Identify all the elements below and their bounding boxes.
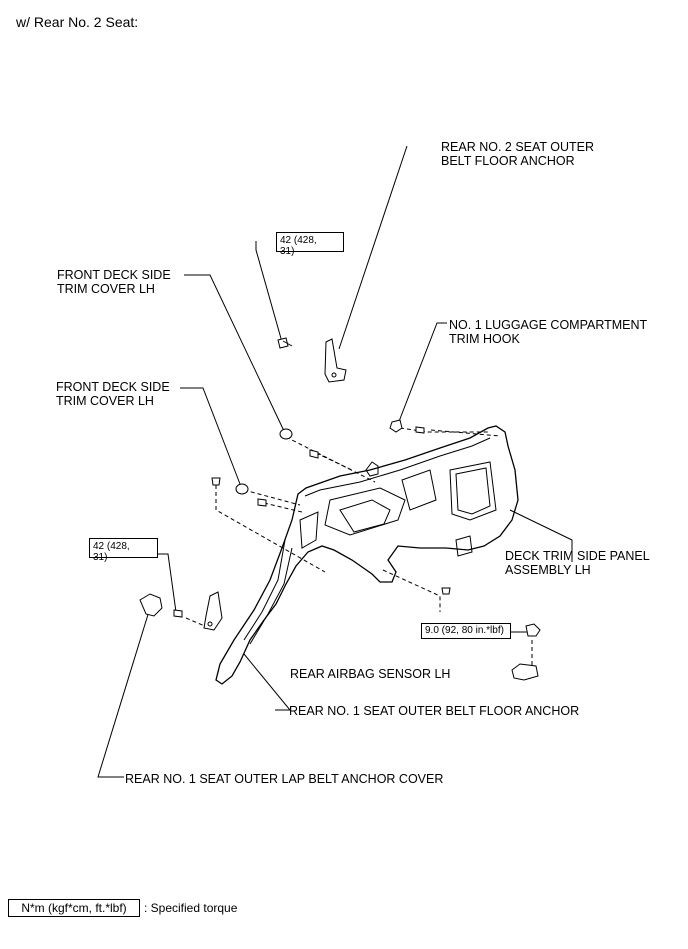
leader-torque-left (158, 553, 177, 613)
trim-cover-clip-1 (279, 428, 293, 440)
rear-no2-anchor-part (324, 338, 347, 383)
rear-no1-anchor-part (203, 591, 223, 631)
label-front-deck-side-trim-cover-1: FRONT DECK SIDE TRIM COVER LH (57, 268, 171, 296)
luggage-hook-part (389, 419, 403, 433)
label-rear-no1-seat-outer-belt-floor-anchor: REAR NO. 1 SEAT OUTER BELT FLOOR ANCHOR (289, 704, 580, 718)
deck-panel-outline (215, 425, 519, 685)
label-rear-no2-seat-outer-belt-floor-anchor: REAR NO. 2 SEAT OUTER BELT FLOOR ANCHOR (441, 140, 595, 168)
label-no1-luggage-compartment-trim-hook: NO. 1 LUGGAGE COMPARTMENT TRIM HOOK (449, 318, 648, 346)
legend-torque-unit-box: N*m (kgf*cm, ft.*lbf) (8, 899, 140, 917)
airbag-sensor-nut (525, 623, 541, 637)
leader-torque-top (255, 241, 283, 343)
leader-rear-no1-anchor (243, 653, 292, 711)
leader-lap-belt-cover (97, 607, 151, 778)
torque-box-sensor: 9.0 (92, 80 in.*lbf) (421, 623, 511, 639)
label-rear-airbag-sensor: REAR AIRBAG SENSOR LH (290, 667, 451, 681)
label-rear-no1-lap-belt-anchor-cover: REAR NO. 1 SEAT OUTER LAP BELT ANCHOR CO… (125, 772, 444, 786)
torque-box-left: 42 (428, 31) (89, 538, 158, 563)
diagram-title: w/ Rear No. 2 Seat: (16, 14, 139, 30)
leader-deck-panel (509, 509, 573, 562)
torque-box-top: 42 (428, 31) (276, 232, 344, 257)
airbag-sensor-part (511, 663, 539, 681)
bolt-left (173, 609, 183, 618)
trim-cover-clip-2 (235, 483, 249, 495)
leader-front-deck-cover-1 (184, 274, 285, 432)
label-deck-trim-side-panel: DECK TRIM SIDE PANEL ASSEMBLY LH (505, 549, 650, 577)
label-front-deck-side-trim-cover-2: FRONT DECK SIDE TRIM COVER LH (56, 380, 170, 408)
leader-luggage-hook (397, 322, 447, 425)
bolt-top (277, 337, 289, 349)
leader-front-deck-cover-2 (180, 387, 241, 485)
leader-rear-no2-anchor (338, 145, 408, 350)
lap-belt-cover-part (139, 593, 163, 617)
legend-description: : Specified torque (144, 901, 238, 915)
